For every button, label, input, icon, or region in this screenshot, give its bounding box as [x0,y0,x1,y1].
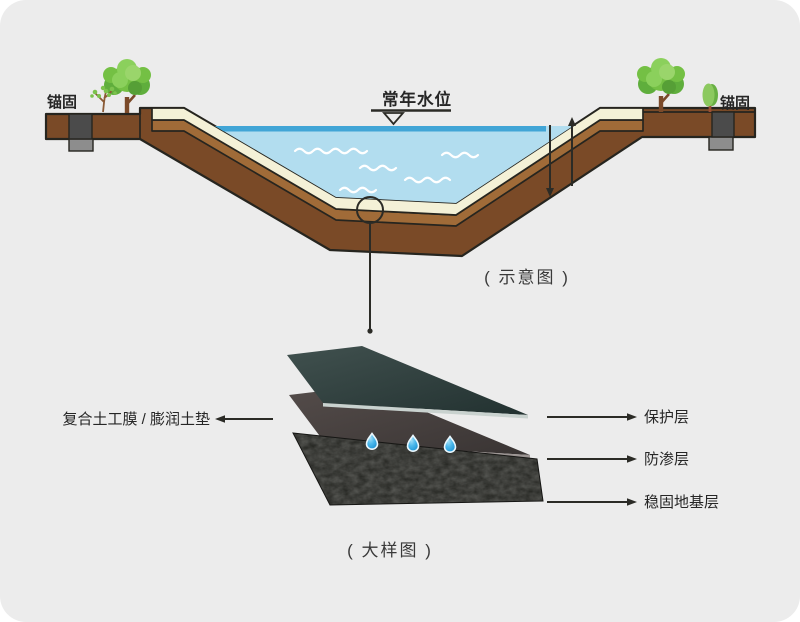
detail-caption: ( 大样图 ) [347,541,433,560]
wave [358,164,398,172]
arrow-down-icon [546,188,554,197]
small-tree-right [702,83,718,112]
water-level-marker: 常年水位 [371,89,452,126]
foundation-layer-label: 稳固地基层 [644,494,719,511]
wave [403,176,452,184]
water-depth-arrows [546,117,576,197]
schematic-section: 锚固 锚固 常年水位 ( 示意图 ) [44,56,757,334]
detail-section: 复合土工膜 / 膨润土垫 保护层 防渗层 稳固地基层 ( 大样图 ) [62,346,719,560]
protection-layer-label: 保护层 [644,409,689,426]
water-level-triangle-icon [382,112,405,126]
membrane-label: 复合土工膜 / 膨润土垫 [62,410,210,428]
seepage-layer-label: 防渗层 [644,451,689,468]
arrow-left-icon [215,415,225,423]
protection-layer-sheet [287,346,528,419]
wave [338,186,378,194]
anchor-label-right: 锚固 [720,94,750,112]
water-level-label: 常年水位 [382,89,452,109]
layer-callouts: 保护层 防渗层 稳固地基层 [547,409,719,511]
arrow-up-icon [568,117,576,126]
wave [440,151,480,159]
left-anchor [68,113,94,152]
water-body [215,126,573,203]
water-surface-stripe [215,126,546,132]
arrow-right-icon [627,498,637,506]
arrow-right-icon [627,455,637,463]
wave [293,147,369,155]
arrow-right-icon [627,413,637,421]
membrane-callout: 复合土工膜 / 膨润土垫 [62,410,273,428]
connector-dot [367,328,373,334]
schematic-caption: ( 示意图 ) [484,268,570,287]
right-anchor [708,111,735,151]
sapling-left [90,85,117,113]
anchor-label-left: 锚固 [47,93,77,111]
